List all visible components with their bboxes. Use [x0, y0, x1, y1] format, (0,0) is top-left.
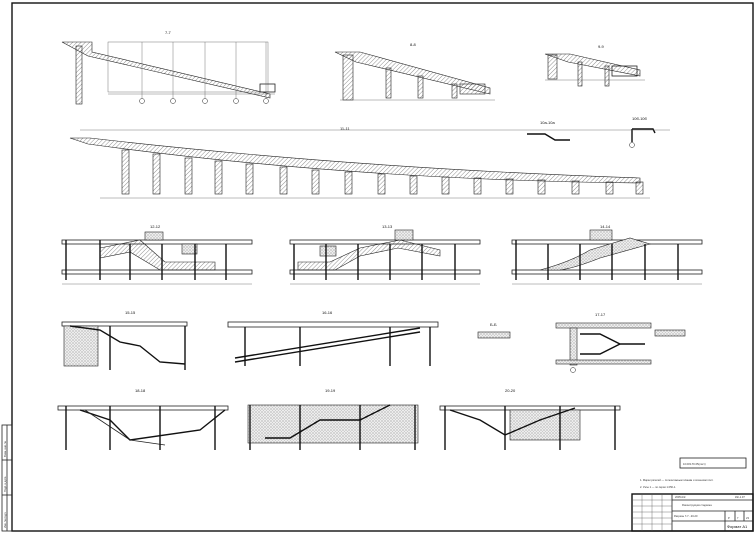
section-10b-10b: 10б-10б [629, 116, 656, 148]
section-8-8: 8-8 [334, 42, 495, 101]
note: 1. Марки ригелей — по монтажным планам и… [640, 478, 714, 482]
sheet-frame [11, 2, 754, 532]
section-label: 15-15 [125, 310, 136, 315]
title-object: Реконструкция стадиона [682, 503, 712, 507]
section-11-11: 11-11 [69, 126, 670, 199]
section-16-16: 16-16 [227, 310, 439, 366]
section-B-B: Б-Б [477, 322, 511, 339]
section-15-15: 15-15 [61, 310, 188, 370]
section-10a-10a: 10a-10a [527, 120, 570, 141]
section-19-19: 19-19 [247, 388, 419, 450]
section-label: 10б-10б [632, 116, 648, 121]
title-code: 2005-КЖ [675, 495, 686, 499]
section-label: 16-16 [322, 310, 333, 315]
title-sheets: 23 [746, 516, 749, 520]
title-sheet: 7 [737, 516, 739, 520]
title-block: 2005-КЖ КЖ-1.07 Реконструкция стадиона Р… [631, 493, 754, 532]
section-label: 13-13 [382, 224, 393, 229]
section-label: 17-17 [595, 312, 606, 317]
section-label: 20-20 [505, 388, 516, 393]
title-drawing: Разрезы 7-7...20-20 [674, 514, 698, 518]
section-18-18: 18-18 [57, 388, 229, 450]
note: 2. Узлы 1 — по серии 1.050-1. [640, 485, 676, 489]
section-label: 14-14 [600, 224, 611, 229]
section-9-9: 9-9 [544, 44, 645, 87]
title-format: Формат А1 [727, 524, 748, 529]
stamp-ref-box [679, 457, 747, 469]
strip-label: Инв. № подл. [3, 512, 7, 528]
section-7-7: 7-7 [61, 30, 276, 105]
detail-small [654, 329, 686, 337]
title-stage: Р [728, 516, 730, 520]
section-label: 12-12 [150, 224, 161, 229]
strip-label: Подп. и дата [3, 476, 7, 492]
section-label: 10a-10a [540, 120, 555, 125]
strip-label: Взам. инв. № [3, 441, 7, 457]
section-label: 8-8 [410, 42, 417, 47]
section-label: 9-9 [598, 44, 605, 49]
section-20-20: 20-20 [439, 388, 621, 450]
section-label: 18-18 [135, 388, 146, 393]
stamp-ref: 10.003-ТК.05(лист) [683, 462, 706, 466]
title-sheet-no: КЖ-1.07 [735, 495, 745, 499]
section-12-12: 12-12 [61, 224, 253, 285]
left-strip: Инв. № подл. Подп. и дата Взам. инв. № [1, 424, 13, 532]
section-13-13: 13-13 [289, 224, 481, 285]
section-17-17: 17-17 [555, 312, 652, 373]
section-14-14: 14-14 [511, 224, 703, 285]
section-label: 11-11 [340, 126, 350, 131]
section-label: 19-19 [325, 388, 336, 393]
section-label: Б-Б [490, 322, 497, 327]
section-label: 7-7 [165, 30, 172, 35]
